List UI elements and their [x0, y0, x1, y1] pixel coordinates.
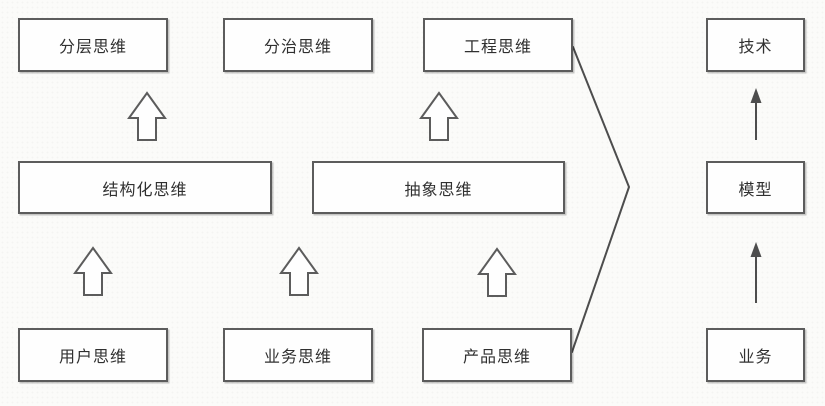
box-label: 产品思维: [462, 349, 531, 366]
box-label: 抽象思维: [404, 181, 473, 199]
box-label: 分治思维: [263, 39, 332, 56]
up-arrow-icon: [74, 247, 112, 296]
box-technology: 技术: [706, 18, 805, 72]
box-label: 技术: [738, 39, 773, 56]
box-label: 用户思维: [58, 349, 127, 366]
box-model: 模型: [706, 161, 805, 214]
up-arrow-icon: [128, 92, 166, 141]
box-engineering-thinking: 工程思维: [423, 18, 573, 72]
merge-chevron-icon: [571, 46, 630, 353]
thin-up-arrow-icon: [750, 88, 762, 140]
up-arrow-icon: [280, 247, 318, 296]
box-product-thinking: 产品思维: [422, 328, 572, 382]
box-layered-thinking: 分层思维: [18, 18, 168, 72]
box-label: 工程思维: [463, 39, 532, 56]
box-label: 业务思维: [263, 349, 332, 366]
up-arrow-icon: [420, 92, 458, 141]
box-business-thinking: 业务思维: [223, 328, 373, 382]
box-divide-and-conquer-thinking: 分治思维: [223, 18, 373, 72]
box-label: 结构化思维: [102, 181, 188, 199]
box-user-thinking: 用户思维: [18, 328, 168, 382]
box-label: 分层思维: [58, 39, 127, 56]
box-label: 模型: [738, 181, 773, 199]
up-arrow-icon: [478, 248, 516, 297]
box-structured-thinking: 结构化思维: [18, 161, 272, 214]
box-abstract-thinking: 抽象思维: [312, 161, 565, 214]
box-label: 业务: [738, 349, 773, 366]
thin-up-arrow-icon: [750, 242, 762, 303]
box-business: 业务: [706, 328, 805, 382]
